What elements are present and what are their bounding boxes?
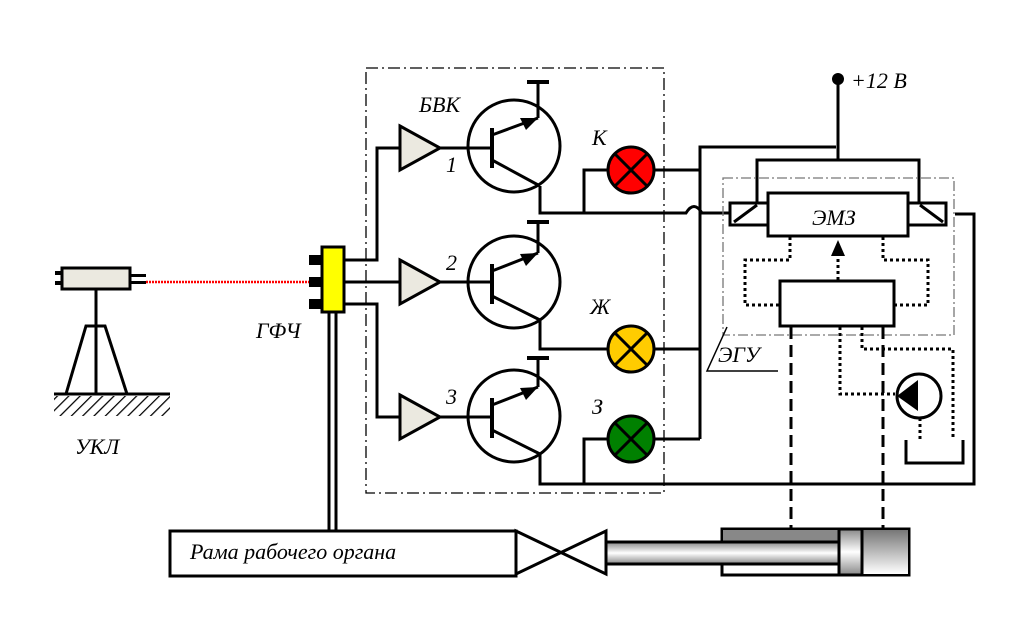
laser-level-ukl: УКЛ <box>54 266 170 459</box>
egu-block-boundary <box>722 177 955 336</box>
label-lamp-zh: Ж <box>589 294 611 319</box>
electromagnetic-valve-emz: ЭМЗ <box>728 191 948 238</box>
label-ukl: УКЛ <box>75 434 120 459</box>
amplifier-2 <box>398 257 492 307</box>
transistor-3 <box>466 212 976 486</box>
amplifier-1 <box>398 123 492 173</box>
tripod-legs <box>64 324 129 395</box>
hydraulic-pump-icon <box>895 372 943 420</box>
ground-hatch <box>54 396 170 416</box>
hydraulic-cylinder <box>604 527 911 577</box>
lamp-yellow-zh <box>606 324 700 374</box>
label-lamp-k: К <box>591 125 608 150</box>
control-arrow-icon <box>831 240 845 256</box>
label-gfch: ГФЧ <box>255 318 302 343</box>
photo-sensor-gfch: ГФЧ <box>255 245 346 532</box>
label-channel-3: 3 <box>445 384 457 409</box>
lamp-green-z <box>582 414 700 484</box>
transistor-1 <box>466 80 664 215</box>
transistor-2 <box>466 220 608 351</box>
lamp-red-k <box>582 145 700 213</box>
lamp-common-bus <box>698 145 836 439</box>
hydraulic-distributor <box>778 279 896 328</box>
wire-crossover <box>664 205 730 215</box>
power-terminal <box>832 73 844 85</box>
bvk-block-boundary <box>365 67 665 494</box>
laser-emitter-body <box>60 266 132 291</box>
hinge-joint-icon <box>514 528 608 577</box>
label-channel-1: 1 <box>446 152 457 177</box>
working-frame: Рама рабочего органа <box>168 529 518 578</box>
label-egu: ЭГУ <box>718 342 763 367</box>
amplifier-3 <box>398 392 492 442</box>
label-emz: ЭМЗ <box>812 205 856 230</box>
piston-rod <box>604 540 842 566</box>
oil-tank <box>904 440 965 465</box>
label-channel-2: 2 <box>446 250 457 275</box>
label-frame: Рама рабочего органа <box>189 539 396 564</box>
sensor-body <box>320 245 346 314</box>
egu-leader-line <box>705 326 778 372</box>
piston <box>837 527 864 577</box>
label-power: +12 В <box>851 68 907 93</box>
label-bvk: БВК <box>418 92 461 117</box>
label-lamp-z: З <box>592 394 603 419</box>
